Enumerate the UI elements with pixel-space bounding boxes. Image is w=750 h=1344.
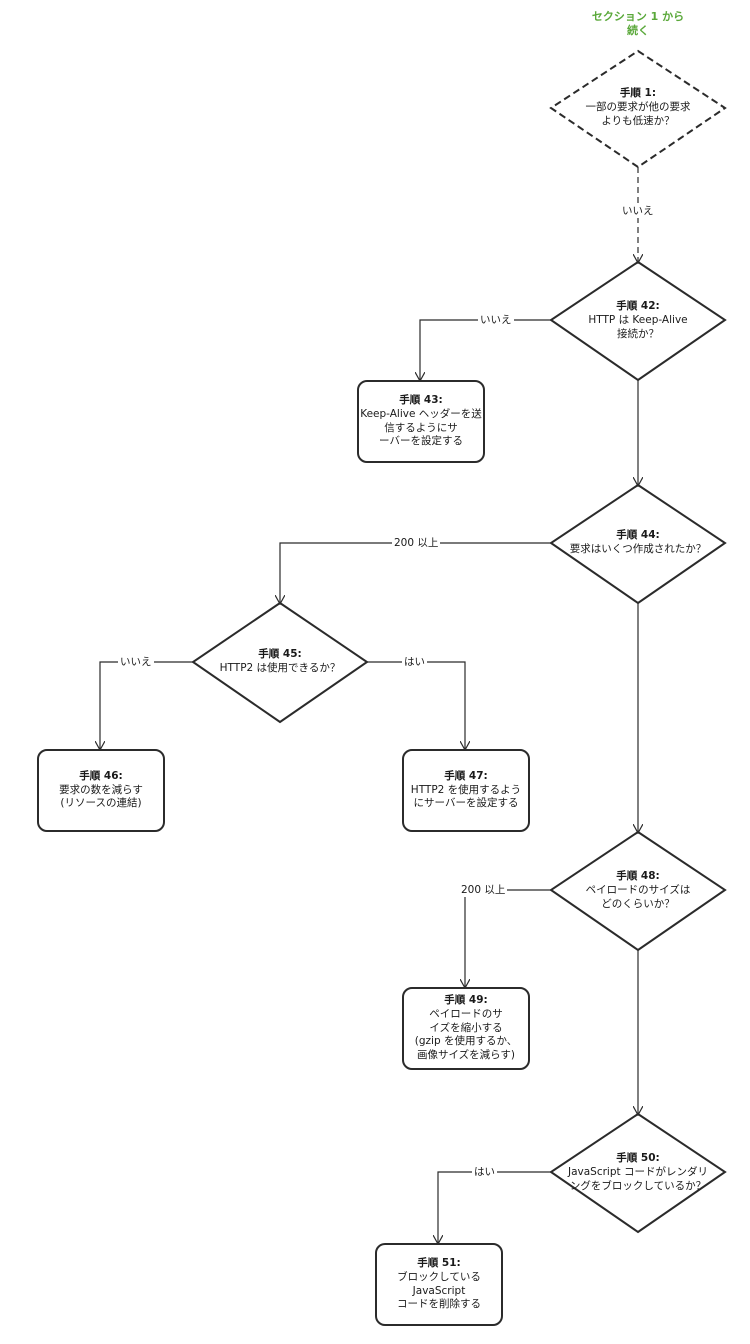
edge-step45-step46 xyxy=(100,661,193,749)
step47-text-2: にサーバーを設定する xyxy=(413,797,519,810)
section-continued-label: セクション 1 から続く xyxy=(591,10,685,38)
step46-text-2: (リソースの連結) xyxy=(60,797,142,810)
step49-text-2: イズを縮小する xyxy=(429,1021,503,1034)
edge-label-step45-step46: いいえ xyxy=(118,655,154,669)
process-step51: 手順 51: ブロックしている JavaScript コードを削除する xyxy=(375,1243,503,1326)
step48-text-2: どのくらいか？ xyxy=(601,897,675,910)
step44-text-1: 要求はいくつ作成されたか？ xyxy=(569,543,707,555)
step1-text-2: よりも低速か？ xyxy=(601,114,675,127)
step45-text-1: HTTP2 は使用できるか？ xyxy=(219,662,341,674)
edge-label-step42-step43: いいえ xyxy=(478,313,514,327)
edge-step44-step45 xyxy=(280,542,551,603)
step51-text-3: コードを削除する xyxy=(397,1298,481,1311)
process-step43: 手順 43: Keep-Alive ヘッダーを送 信するようにサ ーバーを設定す… xyxy=(357,380,485,463)
step45-title: 手順 45: xyxy=(258,648,302,661)
step43-text-2: 信するようにサ xyxy=(384,421,458,434)
edge-step42-step43 xyxy=(420,319,551,380)
decision-step45: 手順 45: HTTP2 は使用できるか？ xyxy=(205,646,355,678)
edge-label-step45-step47: はい xyxy=(402,655,427,669)
step1-title: 手順 1: xyxy=(619,87,657,100)
decision-step50-shape xyxy=(549,1112,727,1234)
step51-text-2: JavaScript xyxy=(412,1284,466,1297)
process-step49: 手順 49: ペイロードのサ イズを縮小する (gzip を使用するか、 画像サ… xyxy=(402,987,530,1070)
step42-text-1: HTTP は Keep-Alive xyxy=(588,314,688,327)
step50-text-2: ングをブロックしているか？ xyxy=(569,1179,707,1192)
edge-step48-step49 xyxy=(465,889,551,987)
step42-title: 手順 42: xyxy=(616,300,660,313)
step44-title: 手順 44: xyxy=(616,529,660,542)
process-step46: 手順 46: 要求の数を減らす (リソースの連結) xyxy=(37,749,165,832)
process-step47: 手順 47: HTTP2 を使用するよう にサーバーを設定する xyxy=(402,749,530,832)
step48-title: 手順 48: xyxy=(616,870,660,883)
decision-step45-shape xyxy=(191,601,369,724)
decision-step42: 手順 42: HTTP は Keep-Alive 接続か？ xyxy=(568,297,708,345)
step48-text-1: ペイロードのサイズは xyxy=(585,884,691,897)
step47-title: 手順 47: xyxy=(444,769,488,782)
step50-text-1: JavaScript コードがレンダリ xyxy=(568,1166,708,1179)
edge-label-step44-step45: 200 以上 xyxy=(392,536,441,550)
step49-text-4: 画像サイズを減らす) xyxy=(416,1049,516,1062)
decision-step44: 手順 44: 要求はいくつ作成されたか？ xyxy=(560,527,716,559)
step51-text-1: ブロックしている xyxy=(397,1270,481,1283)
edge-step50-step51 xyxy=(438,1171,551,1243)
decision-step48: 手順 48: ペイロードのサイズは どのくらいか？ xyxy=(568,867,708,915)
step42-text-2: 接続か？ xyxy=(617,327,659,340)
step47-text-1: HTTP2 を使用するよう xyxy=(410,783,522,796)
step43-title: 手順 43: xyxy=(399,393,443,406)
step49-title: 手順 49: xyxy=(444,993,488,1006)
edge-label-step1-step42: いいえ xyxy=(620,204,656,218)
step43-text-1: Keep-Alive ヘッダーを送 xyxy=(360,407,482,420)
decision-step50: 手順 50: JavaScript コードがレンダリ ングをブロックしているか？ xyxy=(562,1149,714,1197)
edge-label-step48-step49: 200 以上 xyxy=(459,883,508,897)
decision-step1: 手順 1: 一部の要求が他の要求 よりも低速か？ xyxy=(568,84,708,132)
edge-step45-step47 xyxy=(367,661,465,749)
step1-text-1: 一部の要求が他の要求 xyxy=(585,101,691,114)
step46-text-1: 要求の数を減らす xyxy=(59,783,143,796)
step51-title: 手順 51: xyxy=(417,1256,461,1269)
step49-text-1: ペイロードのサ xyxy=(429,1007,503,1020)
step46-title: 手順 46: xyxy=(79,769,123,782)
step43-text-3: ーバーを設定する xyxy=(379,435,463,448)
step50-title: 手順 50: xyxy=(616,1152,660,1165)
step49-text-3: (gzip を使用するか、 xyxy=(414,1035,518,1048)
edge-label-step50-step51: はい xyxy=(472,1165,497,1179)
